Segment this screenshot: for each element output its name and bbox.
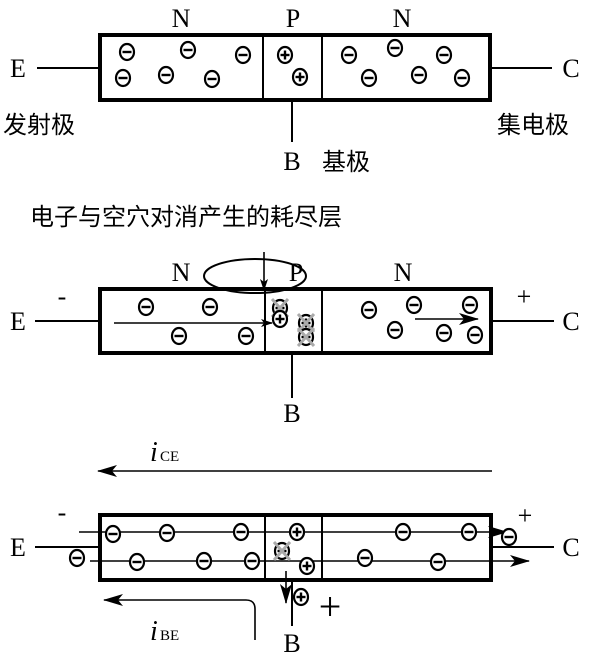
hole-icon	[292, 587, 310, 607]
electron-icon	[158, 523, 176, 543]
collector-name: 集电极	[497, 111, 569, 139]
base-polarity: +	[319, 584, 342, 629]
electron-icon	[237, 326, 255, 346]
electron-icon	[429, 552, 447, 572]
electron-icon	[410, 65, 428, 85]
emitter-label: E	[10, 54, 26, 83]
electron-icon	[114, 68, 132, 88]
region-label-n: N	[172, 4, 191, 33]
hole-icon	[298, 556, 316, 576]
diagram-structure: N P N E C B - +	[10, 252, 580, 428]
electron-icon	[453, 68, 471, 88]
region-label-n: N	[393, 4, 412, 33]
region-label-n: N	[394, 258, 413, 287]
hole-icon	[276, 45, 294, 65]
charge-carriers	[114, 38, 471, 89]
electron-icon	[157, 65, 175, 85]
electron-icon	[68, 548, 86, 568]
base-name: 基极	[322, 148, 370, 176]
base-label: B	[283, 629, 300, 655]
electron-icon	[137, 297, 155, 317]
electron-icon	[466, 325, 484, 345]
electron-icon	[360, 68, 378, 88]
collector-label: C	[562, 533, 579, 562]
transistor-body	[98, 287, 493, 355]
region-label-p: P	[286, 4, 300, 33]
caption: 电子与空穴对消产生的耗尽层	[30, 203, 342, 231]
electron-icon	[340, 45, 358, 65]
electron-icon	[460, 522, 478, 542]
electron-icon	[118, 42, 136, 62]
base-label: B	[283, 399, 300, 428]
electron-icon	[435, 45, 453, 65]
recombination-cross-icon	[272, 541, 292, 561]
electron-icon	[386, 38, 404, 58]
electron-icon	[356, 548, 374, 568]
collector-label: C	[562, 307, 579, 336]
electron-icon	[170, 326, 188, 346]
electron-icon	[203, 69, 221, 89]
hole-icon	[288, 522, 306, 542]
electron-icon	[386, 320, 404, 340]
emitter-label: E	[10, 307, 26, 336]
region-label-p: P	[289, 258, 303, 287]
electron-icon	[232, 522, 250, 542]
electron-icon	[461, 295, 479, 315]
collector-polarity: +	[517, 282, 532, 311]
electron-icon	[394, 522, 412, 542]
hole-icon	[271, 309, 289, 329]
electron-icon	[128, 552, 146, 572]
transistor-body	[98, 33, 492, 102]
electron-icon	[201, 297, 219, 317]
electron-icon	[195, 551, 213, 571]
electron-icon	[243, 551, 261, 571]
collector-polarity: +	[518, 501, 533, 530]
emitter-label: E	[10, 533, 26, 562]
electron-icon	[435, 323, 453, 343]
collector-label: C	[562, 54, 579, 83]
emitter-polarity: -	[58, 498, 67, 527]
electron-icon	[500, 527, 518, 547]
recombination-loop	[203, 258, 307, 294]
electron-icon	[360, 300, 378, 320]
current-be-arrow	[103, 594, 256, 640]
electron-icon	[234, 45, 252, 65]
recombination-cross-icon	[296, 327, 316, 347]
current-be-symbol: i	[150, 616, 158, 647]
charge-carriers	[68, 522, 518, 607]
emitter-name: 发射极	[3, 111, 75, 139]
electron-icon	[179, 40, 197, 60]
current-ce-subscript: CE	[160, 449, 179, 465]
base-label: B	[283, 147, 300, 176]
emitter-polarity: -	[58, 282, 67, 311]
electron-icon	[104, 524, 122, 544]
current-ce-symbol: i	[150, 437, 158, 468]
charge-carriers	[137, 295, 484, 347]
hole-icon	[291, 67, 309, 87]
diagram-structure: i CE i BE E C B - + +	[10, 437, 580, 655]
diagram-structure: N P N E C B 基极 发射极 集电极	[3, 4, 580, 176]
region-label-n: N	[172, 258, 191, 287]
current-be-subscript: BE	[160, 628, 179, 644]
electron-icon	[405, 295, 423, 315]
